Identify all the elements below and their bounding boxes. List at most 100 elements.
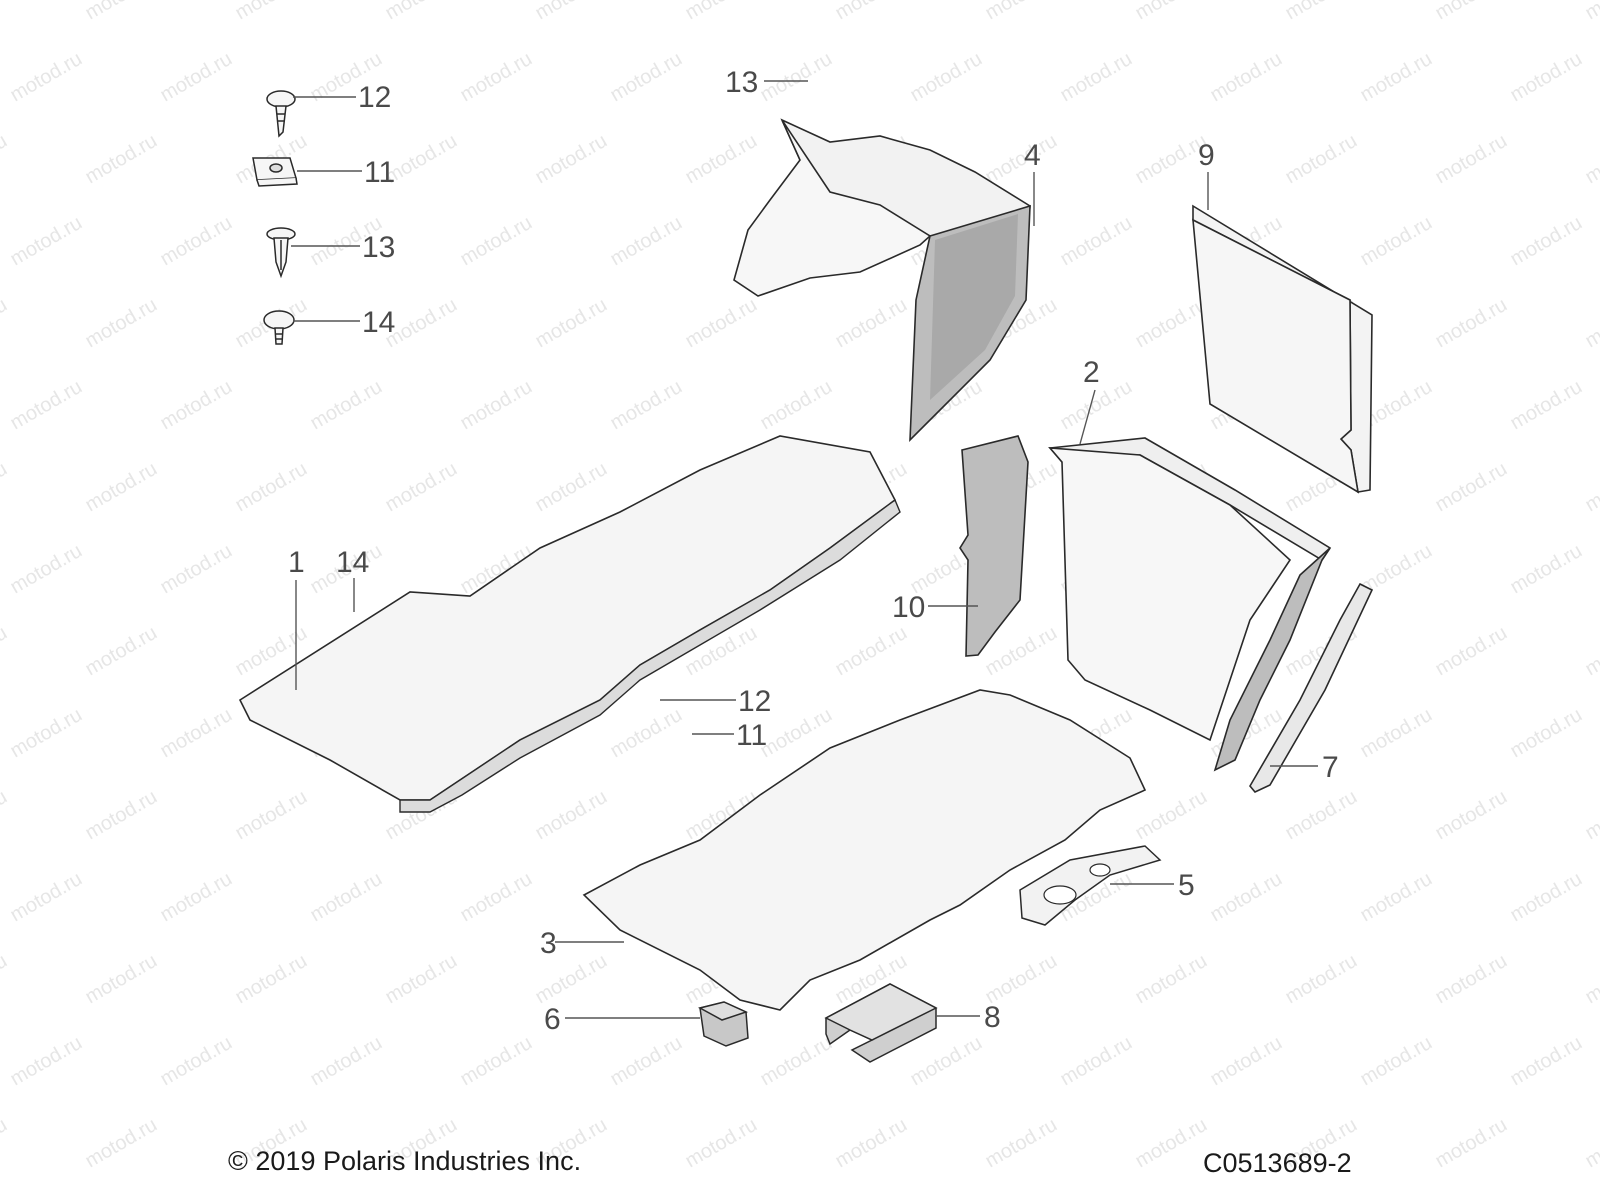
watermark-text: motod.ru [1582, 0, 1600, 24]
watermark-text: motod.ru [1132, 294, 1211, 353]
watermark-text: motod.ru [1507, 868, 1586, 927]
panel-2-part [1048, 437, 1332, 772]
watermark-text: motod.ru [157, 704, 236, 763]
panel-7-part [1249, 582, 1374, 793]
watermark-text: motod.ru [907, 48, 986, 107]
callout-14-mid: 14 [336, 546, 369, 579]
screw-12-part [266, 90, 296, 138]
watermark-text: motod.ru [7, 868, 86, 927]
watermark-text: motod.ru [382, 950, 461, 1009]
watermark-text: motod.ru [757, 1196, 836, 1200]
watermark-text: motod.ru [832, 294, 911, 353]
watermark-text: motod.ru [1432, 0, 1511, 24]
watermark-text: motod.ru [157, 48, 236, 107]
watermark-text: motod.ru [757, 1032, 836, 1091]
watermark-text: motod.ru [157, 540, 236, 599]
watermark-text: motod.ru [457, 376, 536, 435]
watermark-text: motod.ru [1432, 130, 1511, 189]
watermark-text: motod.ru [1207, 868, 1286, 927]
callout-12-top: 12 [358, 81, 391, 114]
watermark-text: motod.ru [232, 786, 311, 845]
watermark-text: motod.ru [1132, 0, 1211, 24]
callout-6: 6 [544, 1003, 561, 1036]
watermark-text: motod.ru [82, 0, 161, 24]
watermark-text: motod.ru [232, 950, 311, 1009]
watermark-text: motod.ru [532, 0, 611, 24]
watermark-text: motod.ru [1582, 786, 1600, 845]
watermark-text: motod.ru [0, 950, 11, 1009]
callout-1: 1 [288, 546, 305, 579]
callout-13-top: 13 [725, 66, 758, 99]
floor-panel-3-part [582, 689, 1147, 1011]
panel-10-part [959, 435, 1029, 657]
watermark-text: motod.ru [1507, 212, 1586, 271]
watermark-text: motod.ru [907, 1032, 986, 1091]
watermark-text: motod.ru [82, 950, 161, 1009]
watermark-text: motod.ru [457, 212, 536, 271]
callout-7: 7 [1322, 751, 1339, 784]
copyright-text: © 2019 Polaris Industries Inc. [228, 1146, 582, 1176]
watermark-text: motod.ru [682, 1114, 761, 1173]
watermark-text: motod.ru [0, 1114, 11, 1173]
watermark-text: motod.ru [1132, 950, 1211, 1009]
watermark-text: motod.ru [157, 868, 236, 927]
panel-4-part [733, 118, 1031, 443]
watermark-text: motod.ru [1582, 622, 1600, 681]
watermark-text: motod.ru [382, 458, 461, 517]
block-6-part [697, 1001, 749, 1047]
callout-11-mid: 11 [736, 719, 767, 752]
watermark-text: motod.ru [607, 212, 686, 271]
callout-3: 3 [540, 927, 557, 960]
watermark-text: motod.ru [832, 1114, 911, 1173]
watermark-text: motod.ru [7, 1196, 86, 1200]
watermark-text: motod.ru [7, 212, 86, 271]
watermark-text: motod.ru [1357, 704, 1436, 763]
callout-numbers: 12 11 13 14 13 4 9 2 1 14 10 12 11 7 5 3… [288, 66, 1339, 1036]
watermark-text: motod.ru [532, 130, 611, 189]
watermark-text: motod.ru [532, 458, 611, 517]
watermark-text: motod.ru [832, 0, 911, 24]
watermark-text: motod.ru [1057, 48, 1136, 107]
watermark-text: motod.ru [1057, 1032, 1136, 1091]
watermark-text: motod.ru [1507, 1196, 1586, 1200]
watermark-text: motod.ru [0, 786, 11, 845]
plate-5-hole [1043, 885, 1077, 905]
watermark-text: motod.ru [1357, 212, 1436, 271]
watermark-text: motod.ru [1357, 48, 1436, 107]
leader-lines [291, 80, 1318, 1019]
watermark-text: motod.ru [457, 1196, 536, 1200]
watermark-text: motod.ru [532, 294, 611, 353]
watermark-text: motod.ru [307, 376, 386, 435]
watermark-text: motod.ru [7, 704, 86, 763]
watermark-text: motod.ru [757, 48, 836, 107]
watermark-text: motod.ru [232, 458, 311, 517]
watermark-text: motod.ru [307, 868, 386, 927]
watermark-text: motod.ru [1582, 130, 1600, 189]
callout-12-mid: 12 [738, 685, 771, 718]
watermark-text: motod.ru [1432, 622, 1511, 681]
watermark-text: motod.ru [1582, 458, 1600, 517]
watermark-text: motod.ru [157, 212, 236, 271]
watermark-text: motod.ru [1507, 1032, 1586, 1091]
watermark-text: motod.ru [7, 376, 86, 435]
plate-5-hole-2 [1089, 863, 1111, 877]
watermark-text: motod.ru [607, 1032, 686, 1091]
push-rivet-13-part [266, 227, 296, 279]
watermark-text: motod.ru [982, 0, 1061, 24]
watermark-text: motod.ru [82, 458, 161, 517]
watermark-text: motod.ru [157, 1196, 236, 1200]
watermark-text: motod.ru [607, 48, 686, 107]
watermark-text: motod.ru [0, 622, 11, 681]
watermark-text: motod.ru [1132, 1114, 1211, 1173]
watermark-text: motod.ru [1357, 868, 1436, 927]
watermark-text: motod.ru [1357, 1196, 1436, 1200]
watermark-text: motod.ru [1207, 1032, 1286, 1091]
watermark-text: motod.ru [457, 48, 536, 107]
watermark-text: motod.ru [1282, 130, 1361, 189]
watermark-text: motod.ru [1282, 0, 1361, 24]
watermark-text: motod.ru [1057, 212, 1136, 271]
watermark-text: motod.ru [1582, 950, 1600, 1009]
watermark-text: motod.ru [1432, 294, 1511, 353]
watermark-text: motod.ru [457, 868, 536, 927]
